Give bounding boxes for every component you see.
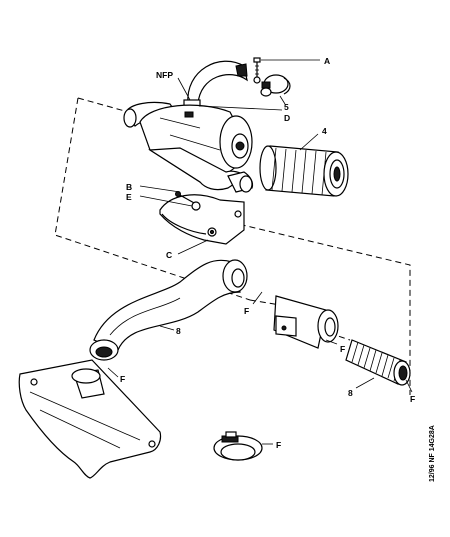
bolt-a <box>253 57 261 84</box>
label-f-right: F <box>410 394 415 404</box>
label-e: E <box>126 192 132 202</box>
air-filter-housing <box>123 101 254 193</box>
part-labels: A NFP 5 D 4 B E C 8 F F F 8 F F <box>120 56 415 450</box>
hose-clamp <box>213 431 263 461</box>
label-5: 5 <box>284 102 289 112</box>
label-f-left: F <box>244 306 249 316</box>
lower-bracket <box>159 194 245 245</box>
label-f-bottom: F <box>276 440 281 450</box>
label-8-upper: 8 <box>176 326 181 336</box>
reference-code: 12/96 NF 14G28A <box>429 425 436 482</box>
label-f-pipe: F <box>120 374 125 384</box>
label-b: B <box>126 182 132 192</box>
label-c: C <box>166 250 172 260</box>
leader-lines <box>107 59 413 445</box>
label-8-lower: 8 <box>348 388 353 398</box>
label-nfp: NFP <box>156 70 173 80</box>
intermediate-duct <box>273 295 339 349</box>
label-d: D <box>284 113 290 123</box>
corrugated-hose <box>345 339 411 386</box>
filter-element-4 <box>259 145 349 197</box>
outlet-pipe-8 <box>89 259 248 361</box>
label-4: 4 <box>322 126 327 136</box>
rubber-mount-5 <box>260 74 291 97</box>
label-a: A <box>324 56 330 66</box>
manifold <box>18 359 162 479</box>
label-f-mid: F <box>340 344 345 354</box>
mounting-strap <box>183 60 248 109</box>
